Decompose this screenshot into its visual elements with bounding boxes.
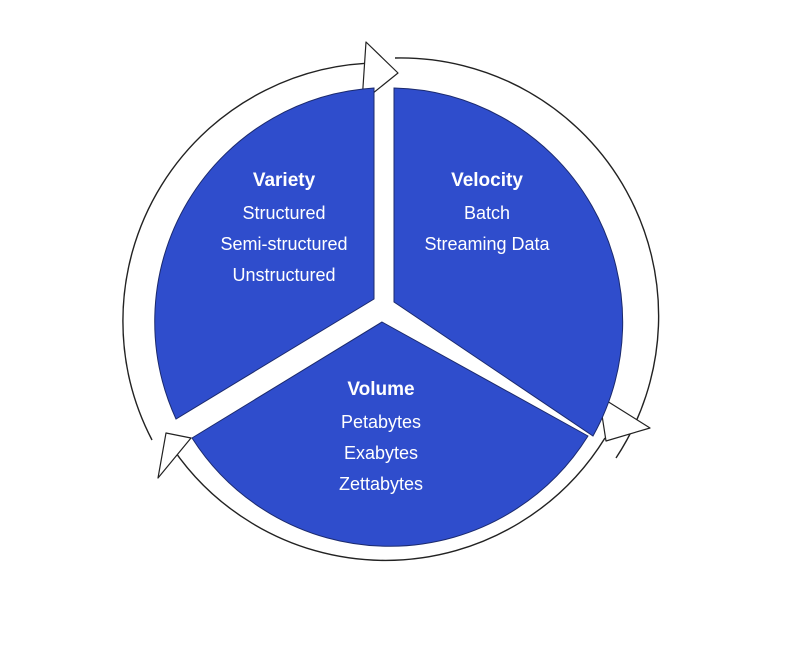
velocity-label-group: Velocity Batch Streaming Data bbox=[377, 164, 597, 260]
arrow-head-top-icon bbox=[361, 41, 399, 103]
variety-item: Unstructured bbox=[232, 265, 336, 285]
velocity-item: Batch bbox=[463, 203, 511, 223]
segment-volume bbox=[191, 321, 589, 547]
volume-title: Volume bbox=[347, 379, 415, 400]
volume-item: Exabytes bbox=[343, 443, 419, 463]
segments bbox=[154, 87, 624, 547]
velocity-item: Streaming Data bbox=[424, 234, 550, 254]
cycle-arc-right-to-left bbox=[165, 437, 606, 562]
cycle-ring bbox=[122, 41, 660, 562]
arrow-head-right-icon bbox=[598, 395, 651, 442]
cycle-arc-top-to-right bbox=[394, 57, 660, 459]
variety-item: Semi-structured bbox=[220, 234, 348, 254]
velocity-title: Velocity bbox=[451, 170, 523, 191]
segment-velocity bbox=[393, 87, 624, 437]
variety-label-group: Variety Structured Semi-structured Unstr… bbox=[174, 164, 394, 291]
variety-title: Variety bbox=[252, 170, 316, 191]
variety-item: Structured bbox=[242, 203, 326, 223]
arrow-head-left-icon bbox=[157, 432, 192, 479]
cycle-arc-left-to-top bbox=[122, 62, 386, 441]
volume-label-group: Volume Petabytes Exabytes Zettabytes bbox=[271, 373, 491, 500]
volume-item: Zettabytes bbox=[338, 474, 424, 494]
segment-variety bbox=[154, 87, 375, 420]
volume-item: Petabytes bbox=[340, 412, 422, 432]
